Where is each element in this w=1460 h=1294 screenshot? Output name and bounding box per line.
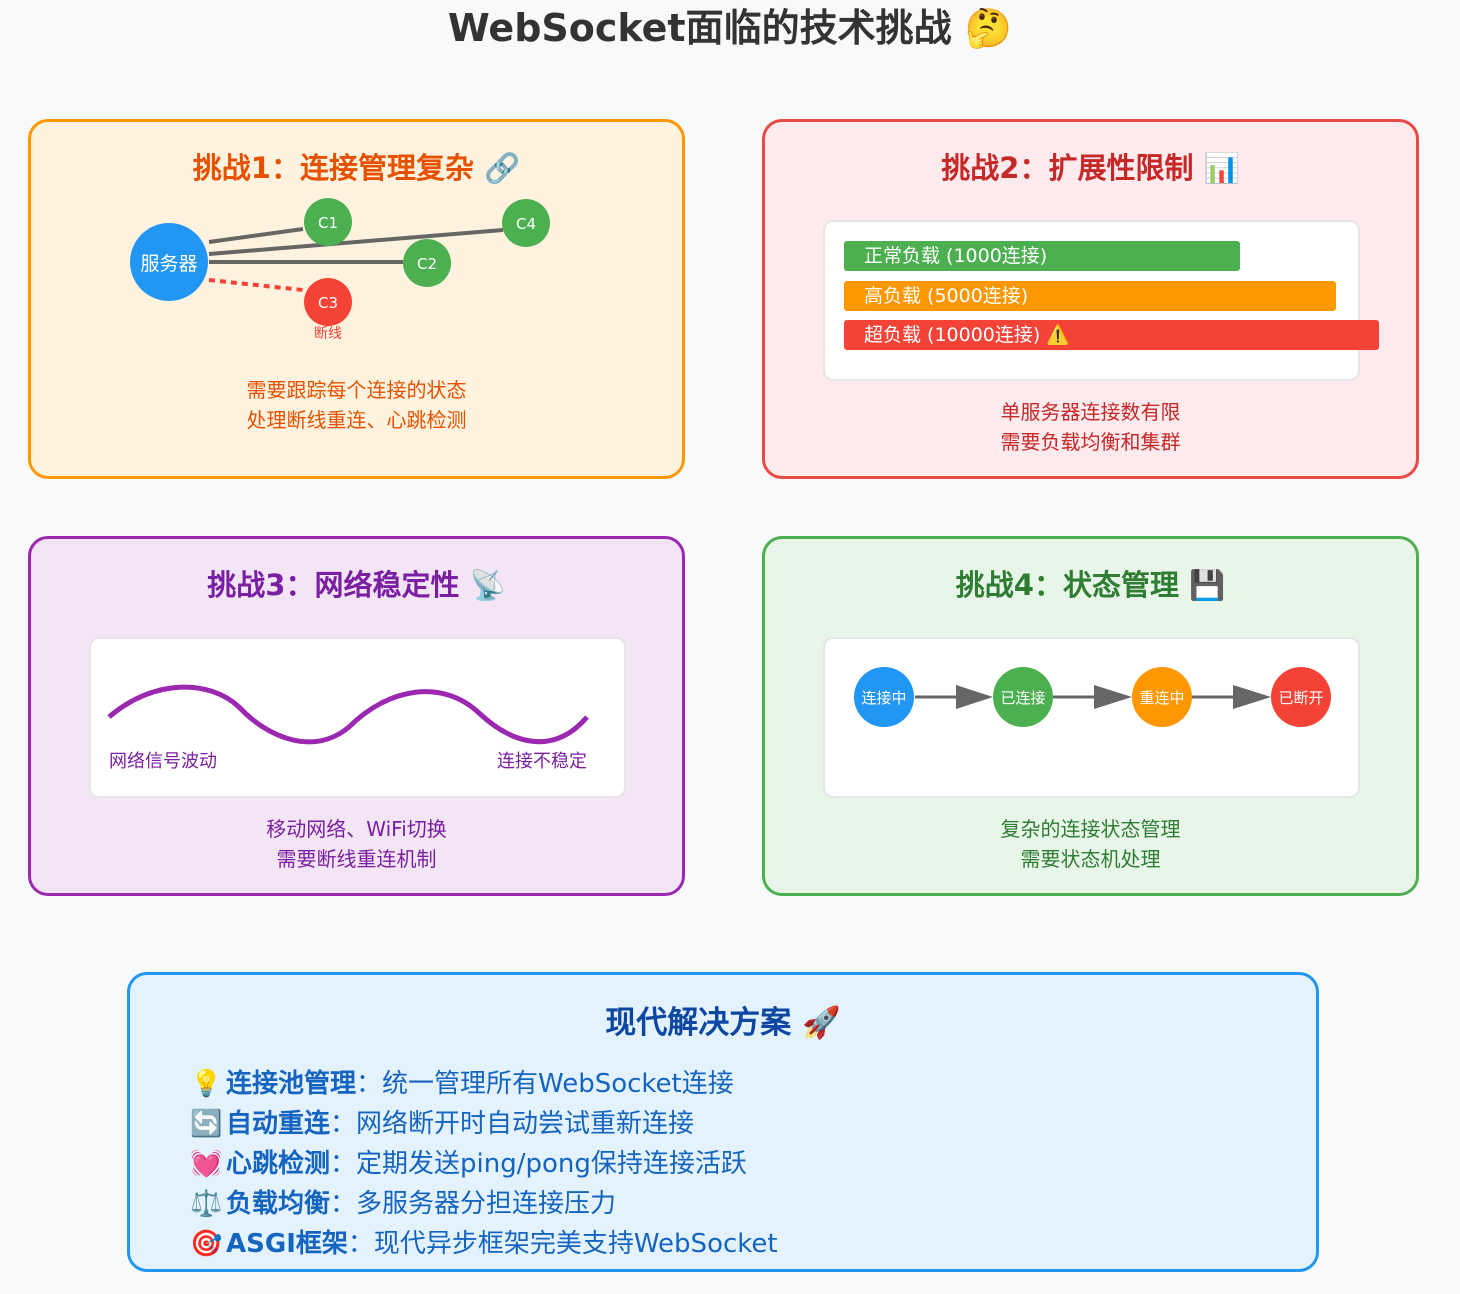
solution-title: 现代解决方案 🚀 bbox=[605, 1005, 841, 1041]
state-machine-panel: 连接中 已连接 重连中 已断开 bbox=[823, 637, 1360, 798]
description-line: 移动网络、WiFi切换 bbox=[266, 817, 447, 841]
challenge-title: 挑战4：状态管理 💾 bbox=[955, 568, 1226, 602]
wave-right-label: 连接不稳定 bbox=[497, 751, 587, 772]
link-c3-broken bbox=[208, 278, 304, 292]
load-bar-normal: 正常负载 (1000连接) bbox=[844, 241, 1240, 271]
challenge-card-scalability: 挑战2：扩展性限制 📊 正常负载 (1000连接) 高负载 (5000连接) 超… bbox=[762, 119, 1419, 479]
state-label: 重连中 bbox=[1139, 689, 1184, 707]
solution-item-name: 连接池管理 bbox=[226, 1069, 357, 1099]
arrow-icon bbox=[956, 685, 993, 709]
state-node-connected bbox=[993, 667, 1053, 727]
challenge-title: 挑战2：扩展性限制 📊 bbox=[941, 151, 1240, 185]
solution-item-name: ASGI框架 bbox=[226, 1229, 348, 1259]
signal-wave: 网络信号波动 连接不稳定 bbox=[107, 684, 589, 772]
solution-item-text: ：网络断开时自动尝试重新连接 bbox=[330, 1109, 695, 1139]
solution-item-text: ：现代异步框架完美支持WebSocket bbox=[347, 1229, 778, 1259]
state-flow: 连接中 已连接 重连中 已断开 bbox=[854, 667, 1331, 727]
client-label-c1: C1 bbox=[318, 214, 338, 232]
arrow-icon bbox=[1233, 685, 1271, 709]
challenge-title: 挑战1：连接管理复杂 🔗 bbox=[192, 151, 521, 185]
description-line: 单服务器连接数有限 bbox=[1000, 400, 1181, 424]
challenge-card-state-management: 挑战4：状态管理 💾 连接中 已连接 重连中 已断开 复杂的连接状态管理 需要状… bbox=[762, 536, 1419, 896]
link-c4 bbox=[208, 228, 504, 256]
client-node-c3 bbox=[304, 278, 352, 326]
link-c1 bbox=[208, 227, 304, 244]
target-icon: 🎯 bbox=[190, 1229, 223, 1259]
client-node-c1 bbox=[304, 198, 352, 246]
client-node-c2 bbox=[403, 239, 451, 287]
solution-item-text: ：定期发送ping/pong保持连接活跃 bbox=[330, 1149, 747, 1179]
lightbulb-icon: 💡 bbox=[190, 1069, 223, 1099]
solution-item: 🎯ASGI框架：现代异步框架完美支持WebSocket bbox=[190, 1224, 778, 1264]
solution-item-name: 心跳检测 bbox=[226, 1149, 331, 1179]
challenge-card-network-stability: 挑战3：网络稳定性 📡 网络信号波动 连接不稳定 移动网络、WiFi切换 需要断… bbox=[28, 536, 685, 896]
state-label: 已连接 bbox=[1000, 689, 1045, 707]
solution-item-name: 自动重连 bbox=[226, 1109, 331, 1139]
signal-panel: 网络信号波动 连接不稳定 bbox=[89, 637, 626, 798]
client-label-c3: C3 bbox=[318, 294, 338, 312]
solution-item-text: ：多服务器分担连接压力 bbox=[330, 1189, 617, 1219]
solution-item: ⚖️负载均衡：多服务器分担连接压力 bbox=[190, 1184, 778, 1224]
scales-icon: ⚖️ bbox=[190, 1189, 223, 1219]
state-node-reconnecting bbox=[1132, 667, 1192, 727]
description-line: 处理断线重连、心跳检测 bbox=[246, 408, 467, 432]
refresh-icon: 🔄 bbox=[190, 1109, 223, 1139]
solution-panel: 现代解决方案 🚀 💡连接池管理：统一管理所有WebSocket连接 🔄自动重连：… bbox=[127, 972, 1319, 1272]
server-node bbox=[130, 223, 208, 301]
state-node-connecting bbox=[854, 667, 914, 727]
server-label: 服务器 bbox=[140, 253, 197, 275]
state-node-disconnected bbox=[1271, 667, 1331, 727]
description-line: 复杂的连接状态管理 bbox=[1000, 817, 1181, 841]
client-label-c2: C2 bbox=[417, 255, 437, 273]
connection-diagram: 服务器 C1 C2 C3 断线 C4 bbox=[130, 198, 550, 342]
solution-list: 💡连接池管理：统一管理所有WebSocket连接 🔄自动重连：网络断开时自动尝试… bbox=[190, 1064, 778, 1264]
wave-left-label: 网络信号波动 bbox=[109, 751, 217, 772]
description-line: 需要负载均衡和集群 bbox=[1000, 430, 1181, 454]
solution-item-name: 负载均衡 bbox=[226, 1189, 331, 1219]
page-title: WebSocket面临的技术挑战 🤔 bbox=[447, 6, 1013, 50]
client-label-c4: C4 bbox=[516, 215, 536, 233]
load-bar-high: 高负载 (5000连接) bbox=[844, 281, 1336, 311]
description-line: 需要状态机处理 bbox=[1020, 847, 1161, 871]
wave-line bbox=[107, 684, 589, 745]
state-label: 已断开 bbox=[1278, 689, 1323, 707]
challenge-description: 单服务器连接数有限 需要负载均衡和集群 bbox=[765, 397, 1416, 457]
solution-item: 💓心跳检测：定期发送ping/pong保持连接活跃 bbox=[190, 1144, 778, 1184]
load-bar-overload: 超负载 (10000连接) ⚠️ bbox=[844, 320, 1379, 350]
challenge-description: 复杂的连接状态管理 需要状态机处理 bbox=[765, 814, 1416, 874]
solution-item-text: ：统一管理所有WebSocket连接 bbox=[356, 1069, 734, 1099]
challenge-title: 挑战3：网络稳定性 📡 bbox=[207, 568, 506, 602]
challenge-description: 需要跟踪每个连接的状态 处理断线重连、心跳检测 bbox=[31, 375, 682, 435]
description-line: 需要跟踪每个连接的状态 bbox=[246, 378, 467, 402]
disconnected-label: 断线 bbox=[314, 326, 342, 342]
solution-item: 🔄自动重连：网络断开时自动尝试重新连接 bbox=[190, 1104, 778, 1144]
arrow-icon bbox=[1094, 685, 1132, 709]
client-node-c4 bbox=[502, 199, 550, 247]
heartbeat-icon: 💓 bbox=[190, 1149, 223, 1179]
state-label: 连接中 bbox=[861, 689, 906, 707]
challenge-description: 移动网络、WiFi切换 需要断线重连机制 bbox=[31, 814, 682, 874]
challenge-card-connection-management: 挑战1：连接管理复杂 🔗 服务器 C1 C2 C3 断线 C4 需要跟踪每个连接… bbox=[28, 119, 685, 479]
solution-item: 💡连接池管理：统一管理所有WebSocket连接 bbox=[190, 1064, 778, 1104]
description-line: 需要断线重连机制 bbox=[276, 847, 437, 871]
load-chart: 正常负载 (1000连接) 高负载 (5000连接) 超负载 (10000连接)… bbox=[823, 220, 1379, 381]
